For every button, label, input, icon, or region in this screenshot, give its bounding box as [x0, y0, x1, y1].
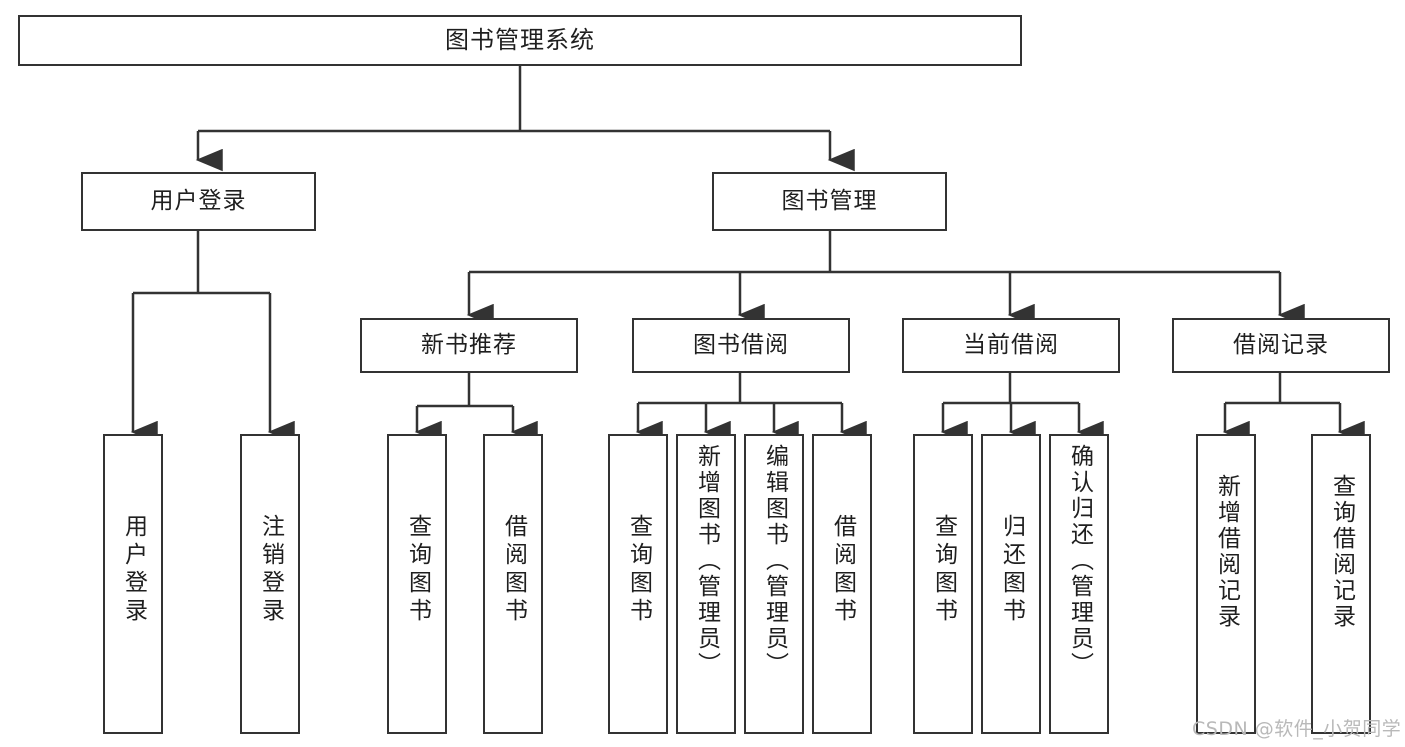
leaf-return-book[interactable]: 归还图书 [981, 434, 1041, 734]
leaf-query-book-current[interactable]: 查询图书 [913, 434, 973, 734]
node-label: 新书推荐 [421, 332, 517, 359]
node-label: 图书管理 [781, 188, 878, 215]
node-label: 用户登录 [150, 188, 247, 215]
node-user-login[interactable]: 用户登录 [81, 172, 316, 231]
node-label: 查询图书 [625, 514, 652, 626]
leaf-borrow-book-borrow[interactable]: 借阅图书 [812, 434, 872, 734]
leaf-borrow-book-new-recommend[interactable]: 借阅图书 [483, 434, 543, 734]
node-label: 归还图书 [998, 514, 1025, 626]
node-borrow-record[interactable]: 借阅记录 [1172, 318, 1390, 373]
csdn-watermark: CSDN @软件_小贺同学 [1192, 718, 1402, 740]
node-root-book-management-system[interactable]: 图书管理系统 [18, 15, 1022, 66]
node-label: 用户登录 [120, 514, 147, 626]
node-label: 图书管理系统 [445, 25, 595, 54]
leaf-logout-login[interactable]: 注销登录 [240, 434, 300, 734]
node-label: 当前借阅 [963, 332, 1059, 359]
node-book-manage[interactable]: 图书管理 [712, 172, 947, 231]
node-label: 确认归还（管理员） [1066, 444, 1093, 678]
node-label: 借阅图书 [500, 514, 527, 626]
node-label: 新增借阅记录 [1213, 474, 1240, 630]
leaf-user-login[interactable]: 用户登录 [103, 434, 163, 734]
node-label: 借阅记录 [1233, 332, 1329, 359]
node-label: 图书借阅 [693, 332, 789, 359]
node-book-borrow[interactable]: 图书借阅 [632, 318, 850, 373]
node-label: 查询借阅记录 [1328, 474, 1355, 630]
node-current-borrow[interactable]: 当前借阅 [902, 318, 1120, 373]
leaf-confirm-return-admin[interactable]: 确认归还（管理员） [1049, 434, 1109, 734]
node-label: 查询图书 [404, 514, 431, 626]
leaf-add-borrow-record[interactable]: 新增借阅记录 [1196, 434, 1256, 734]
leaf-edit-book-admin[interactable]: 编辑图书（管理员） [744, 434, 804, 734]
node-new-book-recommend[interactable]: 新书推荐 [360, 318, 578, 373]
leaf-query-book-borrow[interactable]: 查询图书 [608, 434, 668, 734]
node-label: 编辑图书（管理员） [761, 444, 788, 678]
leaf-query-borrow-record[interactable]: 查询借阅记录 [1311, 434, 1371, 734]
node-label: 借阅图书 [829, 514, 856, 626]
leaf-query-book-new-recommend[interactable]: 查询图书 [387, 434, 447, 734]
leaf-add-book-admin[interactable]: 新增图书（管理员） [676, 434, 736, 734]
node-label: 注销登录 [257, 514, 284, 626]
node-label: 新增图书（管理员） [693, 444, 720, 678]
node-label: 查询图书 [930, 514, 957, 626]
